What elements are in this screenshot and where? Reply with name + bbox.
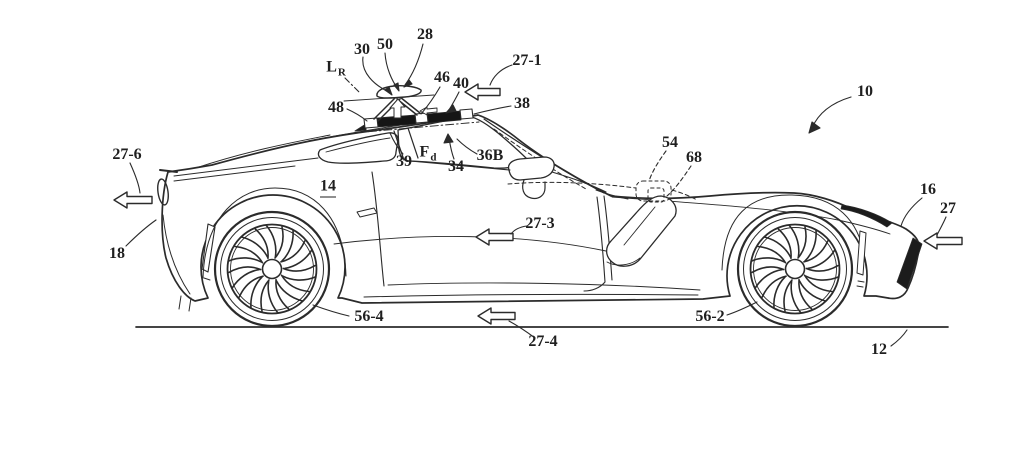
rail-cap-left [363,117,379,129]
door-cut-rear [372,172,384,286]
rear-wheel [215,212,329,326]
rail-cap-right [459,108,474,120]
car-body [156,114,923,311]
force-arrow-fd [390,99,405,118]
taillight [156,178,170,205]
flow-arrow-27-4 [477,307,516,325]
side-mirror [509,157,555,198]
sensor-zone-outer [636,181,671,201]
front-grille-inlet [896,237,923,290]
windshield-hidden-line [494,129,586,189]
front-bumper-vent [857,231,866,275]
flow-arrow-27-6 [113,191,153,209]
front-wheel [738,212,852,326]
rear-vent-slash [202,224,215,272]
door-handle [357,208,377,217]
headlight [841,205,892,227]
sensor-zone-inner [648,188,664,202]
airflow-arrows [113,83,963,325]
door-cut-front [584,196,612,291]
leader-lines [126,44,946,346]
flow-arrow-27-3 [475,228,514,246]
fender-vent [607,196,676,266]
flow-arrow-27 [923,232,963,250]
rail-cap-middle [414,112,429,124]
hinge-dashdot-line [353,122,479,133]
flow-arrow-27-1 [464,83,501,101]
